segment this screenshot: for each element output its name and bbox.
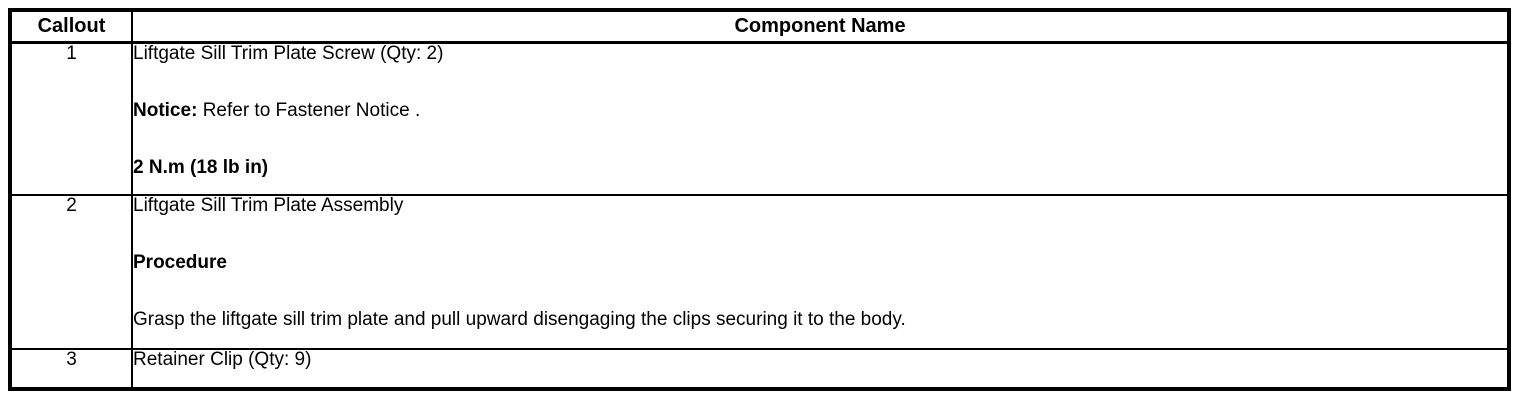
component-title: Liftgate Sill Trim Plate Screw (Qty: 2) (133, 42, 1507, 64)
component-title-text: Retainer Clip (Qty: 9) (133, 349, 312, 370)
callout-number: 3 (10, 348, 132, 389)
callout-number: 1 (10, 41, 132, 195)
component-cell: Liftgate Sill Trim Plate Assembly Proced… (131, 194, 1509, 349)
table-header-row: Callout Component Name (10, 10, 1509, 44)
torque-spec-text: 2 N.m (18 lb in) (133, 156, 269, 178)
component-cell: Retainer Clip (Qty: 9) (131, 348, 1509, 389)
torque-spec: 2 N.m (18 lb in) (133, 156, 1507, 178)
callout-number: 2 (10, 194, 132, 349)
component-callout-table: Callout Component Name 1 Liftgate Sill T… (8, 8, 1511, 391)
table-row: 3 Retainer Clip (Qty: 9) (10, 348, 1509, 389)
table-row: 1 Liftgate Sill Trim Plate Screw (Qty: 2… (10, 41, 1509, 195)
procedure-heading-text: Procedure (133, 252, 227, 273)
header-component-name: Component Name (131, 10, 1509, 44)
procedure-step: Grasp the liftgate sill trim plate and p… (133, 310, 1507, 330)
notice-line: Notice: Refer to Fastener Notice . (133, 99, 1507, 121)
header-callout: Callout (10, 10, 132, 44)
component-title: Retainer Clip (Qty: 9) (133, 350, 1507, 370)
component-cell: Liftgate Sill Trim Plate Screw (Qty: 2) … (131, 41, 1509, 195)
component-title: Liftgate Sill Trim Plate Assembly (133, 196, 1507, 216)
procedure-heading: Procedure (133, 253, 1507, 273)
component-title-text: Liftgate Sill Trim Plate Assembly (133, 195, 404, 216)
table-row: 2 Liftgate Sill Trim Plate Assembly Proc… (10, 194, 1509, 349)
procedure-step-text: Grasp the liftgate sill trim plate and p… (133, 309, 906, 330)
notice-text: Refer to Fastener Notice . (202, 99, 421, 121)
component-title-text: Liftgate Sill Trim Plate Screw (Qty: 2) (133, 42, 444, 64)
notice-label: Notice: (133, 99, 198, 121)
